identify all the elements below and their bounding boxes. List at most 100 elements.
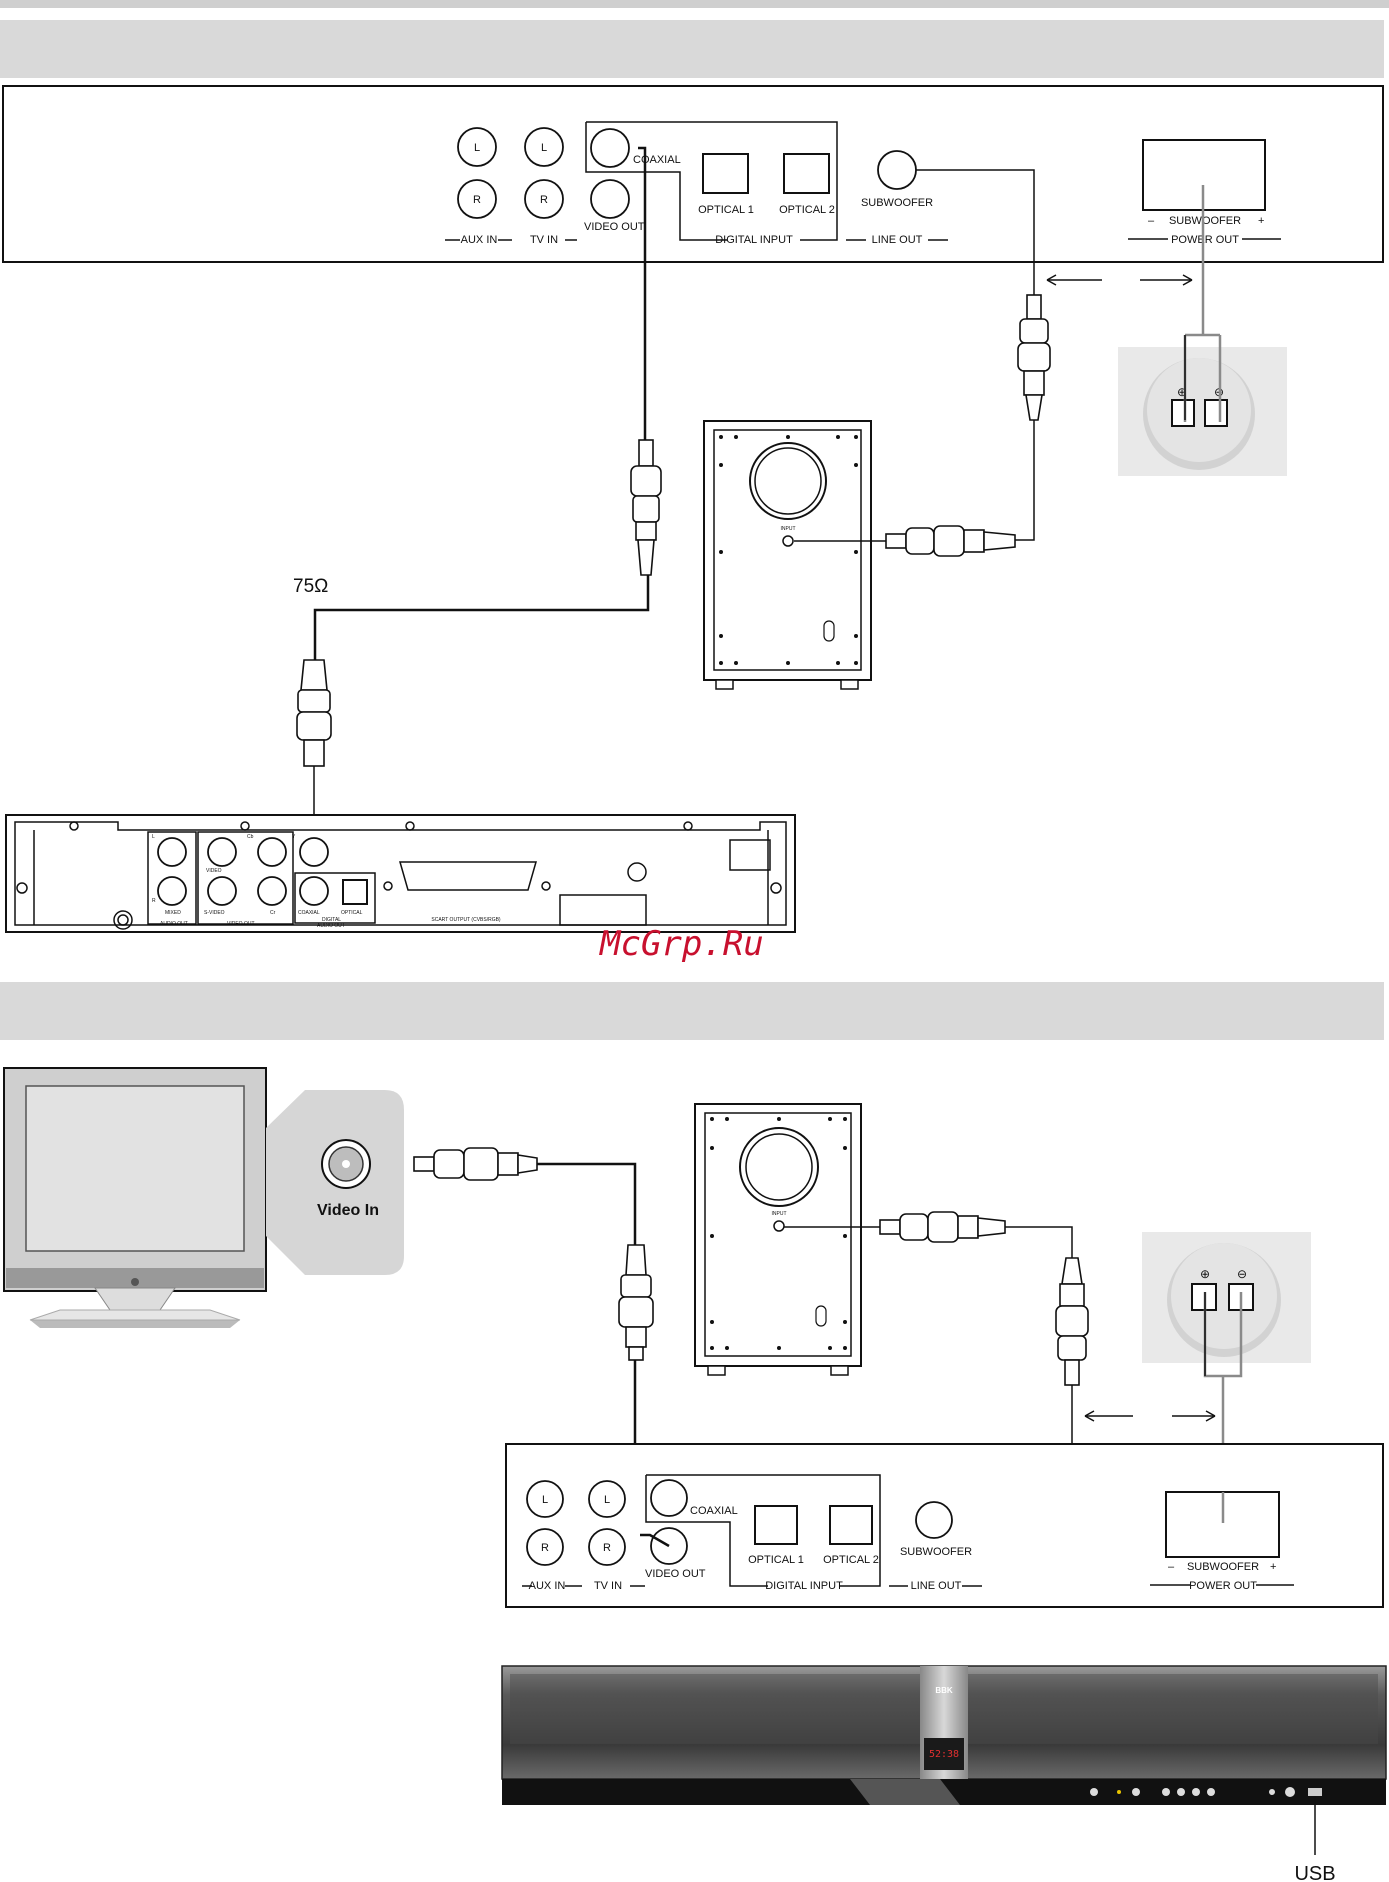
digital-input-label-2: DIGITAL INPUT xyxy=(765,1580,843,1592)
rca-plug-line-sub-bottom xyxy=(879,1211,1006,1243)
rca-plug-video-tv xyxy=(413,1147,538,1181)
tv-in-label-2: TV IN xyxy=(594,1580,622,1592)
power-wire-top xyxy=(1183,185,1222,422)
aux-in-r-label: R xyxy=(473,194,481,206)
rca-plug-coax-upper xyxy=(630,439,662,576)
terminal-minus-bottom: ⊖ xyxy=(1237,1267,1247,1281)
power-minus: – xyxy=(1148,215,1155,227)
aux-in-label-2: AUX IN xyxy=(529,1580,566,1592)
watermark: McGrp.Ru xyxy=(599,924,764,964)
line-out-label: LINE OUT xyxy=(872,234,923,246)
dvd-optical: OPTICAL xyxy=(341,910,363,916)
section-1-header-band xyxy=(0,20,1384,78)
optical-2-label-2: OPTICAL 2 xyxy=(823,1554,879,1566)
video-out-label: VIDEO OUT xyxy=(584,221,645,233)
tv-in-l-jack-2 xyxy=(588,1480,626,1518)
video-out-label-2: VIDEO OUT xyxy=(645,1568,706,1580)
power-subwoofer-label: SUBWOOFER xyxy=(1169,215,1241,227)
top-rule xyxy=(0,0,1389,8)
dvd-cb: Cb xyxy=(247,834,254,840)
optical-1-label-2: OPTICAL 1 xyxy=(748,1554,804,1566)
rca-plug-line-sub xyxy=(885,525,1016,557)
video-out-jack xyxy=(590,179,630,219)
aux-in-l-jack-2 xyxy=(526,1480,564,1518)
line-out-label-2: LINE OUT xyxy=(911,1580,962,1592)
usb-label: USB xyxy=(1294,1863,1335,1882)
direction-arrows-top xyxy=(1046,274,1193,286)
optical-2-label: OPTICAL 2 xyxy=(779,204,835,216)
aux-in-label: AUX IN xyxy=(461,234,498,246)
dvd-digital: DIGITAL xyxy=(322,917,341,923)
tv-in-l-label: L xyxy=(541,142,547,154)
speaker-terminal-inset-top: ⊕ ⊖ xyxy=(1118,347,1287,476)
sub-input-label-bottom: INPUT xyxy=(772,1211,787,1217)
subwoofer-line-out-label: SUBWOOFER xyxy=(861,197,933,209)
power-minus-2: – xyxy=(1168,1561,1175,1573)
soundbar-display: 52:38 xyxy=(929,1749,959,1760)
dvd-y: Y xyxy=(292,834,296,840)
dvd-svideo: S-VIDEO xyxy=(204,910,225,916)
optical-1-port xyxy=(702,153,749,194)
power-out-label: POWER OUT xyxy=(1171,234,1239,246)
tv-in-r-label-2: R xyxy=(603,1542,611,1554)
optical-1-label: OPTICAL 1 xyxy=(698,204,754,216)
aux-in-l-label-2: L xyxy=(542,1494,548,1506)
terminal-plus-bottom: ⊕ xyxy=(1200,1267,1210,1281)
dvd-player-rear: L R Cb Y VIDEO Cr MIXED S-VIDEO AUDIO OU… xyxy=(5,814,796,933)
coaxial-jack xyxy=(590,128,630,168)
aux-in-r-jack-2 xyxy=(526,1528,564,1566)
rca-plug-line-bottom xyxy=(1055,1257,1089,1386)
dvd-scart-label: SCART OUTPUT (CVBS/RGB) xyxy=(431,917,501,923)
coaxial-jack-2 xyxy=(650,1479,688,1517)
coaxial-cable-top xyxy=(313,146,650,660)
subwoofer-top: INPUT xyxy=(703,420,872,690)
optical-1-port-2 xyxy=(754,1505,798,1545)
dvd-mixed: MIXED xyxy=(165,910,181,916)
coaxial-label: COAXIAL xyxy=(633,154,681,166)
direction-arrows-bottom xyxy=(1084,1410,1216,1422)
dvd-audio-out: AUDIO OUT xyxy=(160,921,188,927)
subwoofer-bottom: INPUT xyxy=(694,1103,862,1376)
aux-in-r-label-2: R xyxy=(541,1542,549,1554)
aux-in-l-jack xyxy=(457,127,497,167)
soundbar-brand: BBK xyxy=(935,1686,953,1695)
coaxial-label-2: COAXIAL xyxy=(690,1505,738,1517)
rear-panel-bottom: L R L R AUX IN TV IN COAXIAL VIDEO OUT O… xyxy=(505,1443,1384,1608)
optical-2-port-2 xyxy=(829,1505,873,1545)
aux-in-l-label: L xyxy=(474,142,480,154)
dvd-digital-audio-out: AUDIO OUT xyxy=(317,923,345,929)
rca-plug-video-lower xyxy=(618,1244,654,1361)
power-out-label-2: POWER OUT xyxy=(1189,1580,1257,1592)
dvd-video: VIDEO xyxy=(206,868,222,874)
subwoofer-line-cable-top xyxy=(794,169,1035,542)
subwoofer-line-out-jack xyxy=(877,150,917,190)
rca-plug-coax-lower xyxy=(296,659,332,767)
optical-2-port xyxy=(783,153,830,194)
dvd-coaxial: COAXIAL xyxy=(298,910,320,916)
power-plus: + xyxy=(1258,215,1264,227)
section-2-header-band xyxy=(0,982,1384,1040)
subwoofer-line-out-label-2: SUBWOOFER xyxy=(900,1546,972,1558)
tv-in-l-label-2: L xyxy=(604,1494,610,1506)
rca-plug-line-upper xyxy=(1017,294,1051,421)
dvd-r: R xyxy=(152,898,156,904)
sub-input-label-top: INPUT xyxy=(781,526,796,532)
subwoofer-line-out-jack-2 xyxy=(915,1501,953,1539)
dvd-cr: Cr xyxy=(270,910,276,916)
usb-port xyxy=(1308,1788,1322,1796)
soundbar-front: BBK 52:38 xyxy=(501,1665,1387,1805)
dvd-coaxial-out-jack xyxy=(299,876,329,906)
power-plus-2: + xyxy=(1270,1561,1276,1573)
tv-in-r-jack xyxy=(524,179,564,219)
tv-monitor xyxy=(3,1067,267,1328)
digital-input-label: DIGITAL INPUT xyxy=(715,234,793,246)
dvd-l: L xyxy=(152,834,155,840)
terminal-plus-top: ⊕ xyxy=(1177,385,1187,399)
rear-panel-top: L R L R AUX IN TV IN COAXIAL VIDEO OUT O… xyxy=(2,85,1384,263)
dvd-video-out: VIDEO OUT xyxy=(227,921,255,927)
tv-in-label: TV IN xyxy=(530,234,558,246)
tv-in-l-jack xyxy=(524,127,564,167)
power-subwoofer-label-2: SUBWOOFER xyxy=(1187,1561,1259,1573)
speaker-terminal-inset-bottom: ⊕ ⊖ xyxy=(1142,1232,1311,1363)
